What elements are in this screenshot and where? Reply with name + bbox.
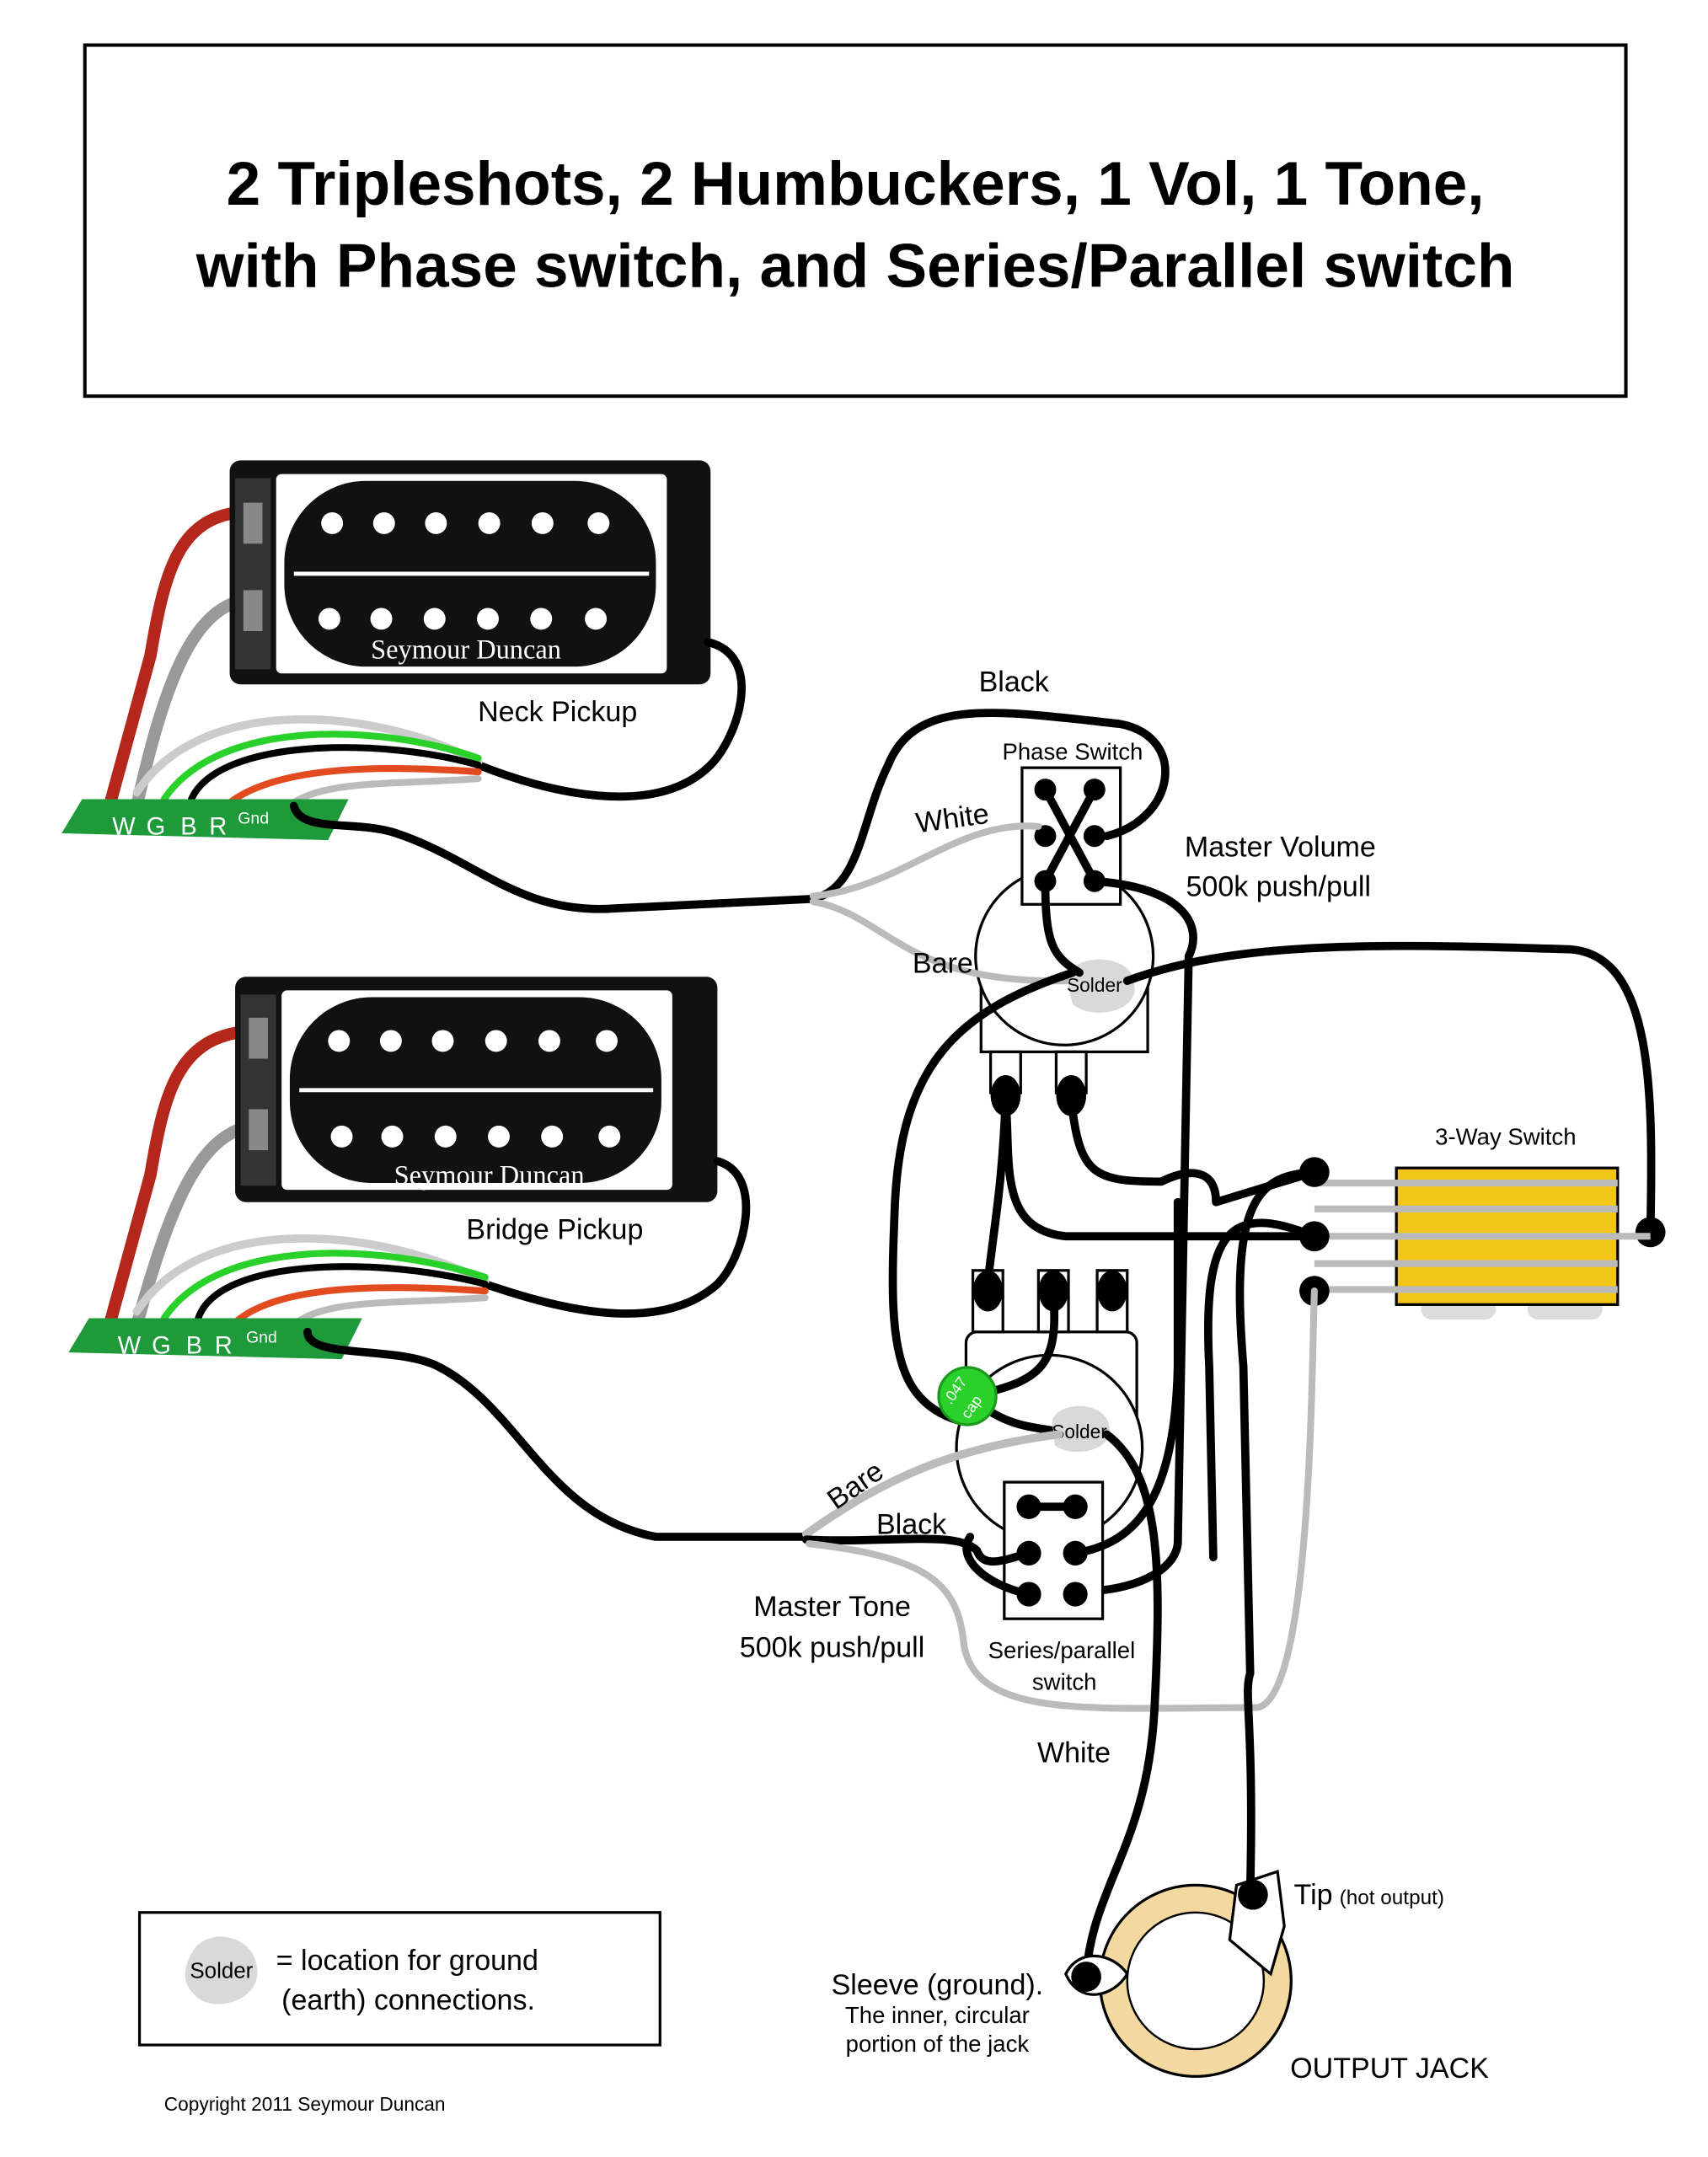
- wire-label-white-bottom: White: [1037, 1737, 1111, 1769]
- tip-note: (hot output): [1340, 1887, 1444, 1909]
- wire-label-black-bottom: Black: [876, 1509, 947, 1541]
- sleeve-label-1: Sleeve (ground).: [832, 1969, 1044, 2001]
- master-tone-label-1: Master Tone: [753, 1591, 911, 1623]
- solder-label-volume: Solder: [1067, 974, 1122, 996]
- wire-label-black-top: Black: [979, 666, 1050, 698]
- svg-text:W: W: [118, 1333, 142, 1360]
- tone-capacitor: [937, 1366, 998, 1426]
- output-jack: [1064, 1869, 1293, 2078]
- svg-text:B: B: [186, 1333, 202, 1360]
- legend-line-2: (earth) connections.: [281, 1984, 535, 2016]
- svg-text:G: G: [147, 814, 166, 841]
- bridge-pcb: [68, 1318, 362, 1360]
- sleeve-label-3: portion of the jack: [846, 2031, 1030, 2057]
- three-way-switch-label: 3-Way Switch: [1435, 1124, 1576, 1150]
- master-tone-label-2: 500k push/pull: [740, 1632, 924, 1664]
- copyright: Copyright 2011 Seymour Duncan: [164, 2093, 446, 2115]
- neck-pickup-brand: Seymour Duncan: [371, 634, 561, 665]
- svg-text:Gnd: Gnd: [246, 1329, 277, 1347]
- wire-label-bare-top: Bare: [913, 947, 973, 979]
- legend-line-1: = location for ground: [276, 1945, 538, 1977]
- master-volume-label-2: 500k push/pull: [1186, 871, 1370, 903]
- title-box: 2 Tripleshots, 2 Humbuckers, 1 Vol, 1 To…: [83, 43, 1628, 399]
- svg-text:R: R: [215, 1333, 233, 1360]
- master-volume-pot: Solder: [974, 766, 1155, 1116]
- bridge-pickup-brand: Seymour Duncan: [394, 1161, 585, 1191]
- tip-label: Tip (hot output): [1294, 1879, 1444, 1911]
- sleeve-label-2: The inner, circular: [845, 2002, 1030, 2028]
- title-line-2: with Phase switch, and Series/Parallel s…: [195, 232, 1515, 300]
- svg-text:G: G: [152, 1333, 171, 1360]
- bridge-pickup-label: Bridge Pickup: [466, 1214, 643, 1246]
- master-volume-label-1: Master Volume: [1185, 832, 1376, 864]
- series-parallel-label-2: switch: [1032, 1669, 1097, 1695]
- svg-text:B: B: [180, 814, 196, 841]
- solder-blob-tone: [1052, 1405, 1111, 1453]
- tip-main: Tip: [1294, 1879, 1333, 1911]
- legend-solder: Solder: [190, 1960, 253, 1983]
- title-line-1: 2 Tripleshots, 2 Humbuckers, 1 Vol, 1 To…: [227, 150, 1485, 218]
- master-tone-pot: .047 cap Solder: [937, 1269, 1144, 1620]
- svg-text:W: W: [112, 814, 136, 841]
- legend: Solder = location for ground (earth) con…: [137, 1911, 661, 2047]
- svg-text:R: R: [209, 814, 227, 841]
- three-way-switch: [1299, 1157, 1651, 1320]
- wire-label-bare-bottom: Bare: [822, 1455, 890, 1516]
- svg-text:Gnd: Gnd: [238, 810, 269, 828]
- neck-pcb: [62, 799, 349, 841]
- phase-switch-label: Phase Switch: [1002, 738, 1143, 764]
- neck-pickup-label: Neck Pickup: [478, 696, 637, 728]
- output-jack-label: OUTPUT JACK: [1290, 2053, 1489, 2085]
- series-parallel-label-1: Series/parallel: [988, 1637, 1136, 1663]
